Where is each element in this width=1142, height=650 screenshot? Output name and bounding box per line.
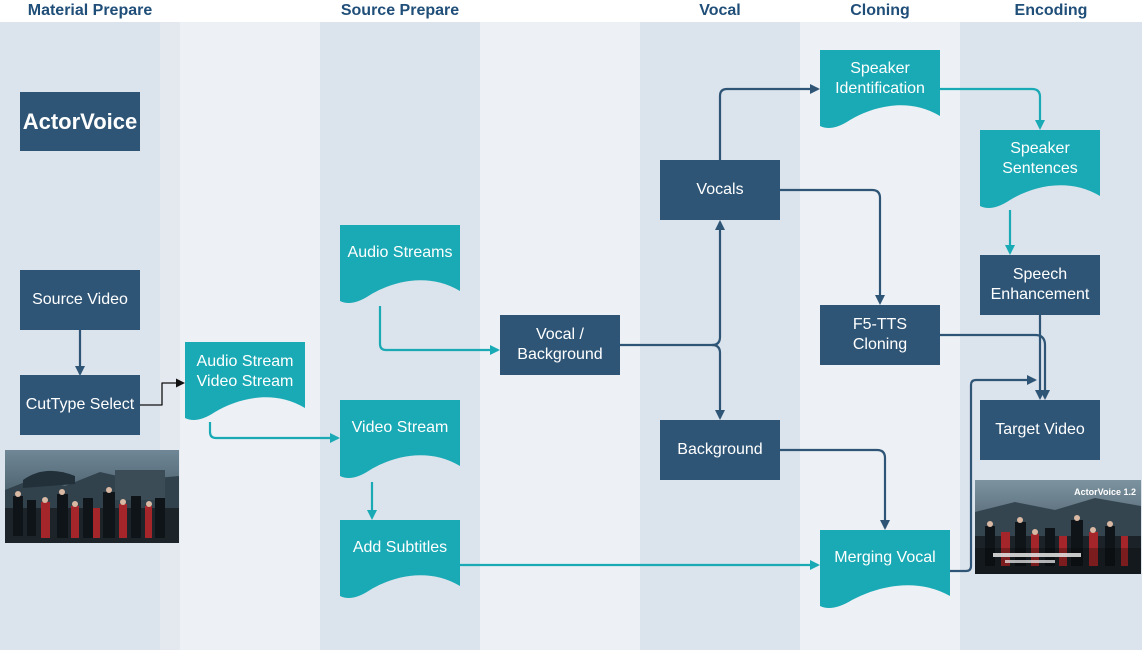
lane-gap-light [180, 22, 320, 650]
lane-header-vocal: Vocal [699, 2, 741, 19]
edge-f5tts-to-target [940, 333, 1050, 400]
node-background: Background [660, 420, 780, 480]
edge-cuttype-to-avstream [140, 378, 185, 406]
node-source-video: Source Video [20, 270, 140, 330]
edge-avstream-to-videostream [208, 422, 340, 443]
output-version-badge: ActorVoice 1.2 [1074, 487, 1136, 497]
lane-header-source: Source Prepare [340, 2, 460, 19]
actorvoice-title-box: ActorVoice [20, 92, 140, 151]
target-video-thumbnail: ActorVoice 1.2 [975, 480, 1141, 574]
node-audio-streams: Audio Streams [340, 225, 460, 307]
edge-vocalbg-to-background [711, 343, 725, 420]
edge-vocals-to-f5tts [780, 188, 885, 305]
edge-vocalbg-to-vocals [620, 220, 725, 347]
node-add-subtitles: Add Subtitles [340, 520, 460, 602]
edge-speakerid-to-sentences [940, 87, 1045, 130]
edge-audiostreams-to-vocalbg [378, 306, 500, 355]
edge-merging-to-target [950, 375, 1037, 573]
lane-header-material: Material Prepare [27, 2, 153, 19]
node-av-stream: Audio Stream Video Stream [185, 342, 305, 424]
node-speaker-identification: Speaker Identification [820, 50, 940, 132]
node-cuttype-select: CutType Select [20, 375, 140, 435]
source-video-thumbnail [5, 450, 179, 543]
edge-background-to-merging [780, 448, 890, 530]
lane-header-encoding: Encoding [1014, 2, 1088, 19]
node-target-video: Target Video [980, 400, 1100, 460]
node-video-stream: Video Stream [340, 400, 460, 482]
node-speech-enhancement: Speech Enhancement [980, 255, 1100, 315]
node-merging-vocal: Merging Vocal [820, 530, 950, 612]
node-f5-tts-cloning: F5-TTS Cloning [820, 305, 940, 365]
node-speaker-sentences: Speaker Sentences [980, 130, 1100, 212]
edge-vocals-to-speakerid [718, 84, 820, 160]
node-vocals: Vocals [660, 160, 780, 220]
node-vocal-background: Vocal / Background [500, 315, 620, 375]
lane-header-cloning: Cloning [850, 2, 910, 19]
